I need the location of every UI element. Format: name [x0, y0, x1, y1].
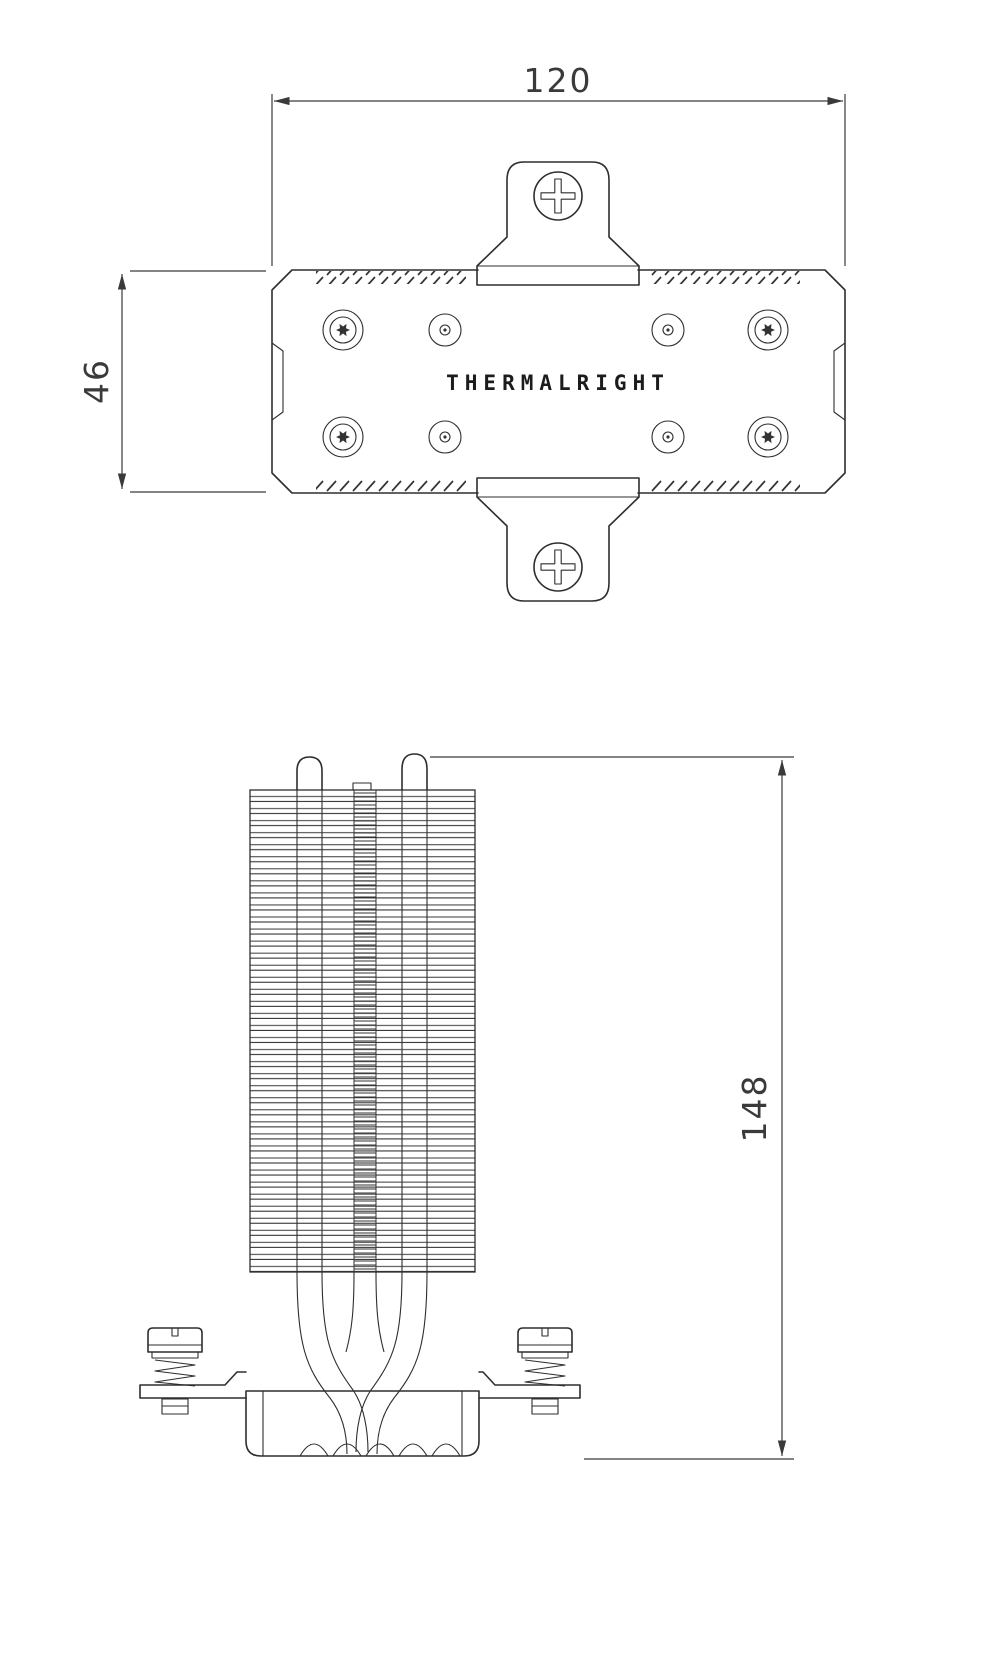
heat-pipe-bends — [296, 1271, 428, 1455]
dimension-depth: 46 — [77, 270, 266, 493]
rivet — [428, 420, 462, 454]
vent-hatch-bottom-left — [316, 480, 466, 492]
dimension-depth-label: 46 — [77, 358, 116, 404]
top-fin-tab — [352, 782, 372, 791]
dimension-height: 148 — [430, 756, 794, 1460]
rivet — [651, 313, 685, 347]
plate-notch-right — [833, 342, 846, 421]
dimension-width-label: 120 — [524, 61, 593, 100]
mounting-bar-right — [478, 1371, 581, 1399]
spring-screw-right — [517, 1327, 573, 1415]
rivet — [651, 420, 685, 454]
rivet — [428, 313, 462, 347]
heat-pipe-tip-right — [401, 753, 428, 791]
dimension-height-label: 148 — [735, 1074, 774, 1143]
vent-hatch-top-right — [650, 271, 800, 284]
torx-screw — [322, 309, 364, 351]
torx-screw — [322, 416, 364, 458]
fin-center-seam — [353, 789, 377, 1273]
top-plate-outline — [271, 269, 846, 494]
heat-pipe-tip-left — [296, 756, 323, 791]
vent-hatch-top-left — [316, 271, 466, 284]
top-view: THERMALRIGHT — [271, 161, 846, 602]
spring-screw-left — [147, 1327, 203, 1415]
mounting-bracket-top — [476, 161, 640, 286]
dimension-width: 120 — [271, 61, 846, 266]
torx-screw — [747, 416, 789, 458]
plate-notch-left — [271, 342, 284, 421]
base-plate — [245, 1390, 480, 1457]
mounting-bracket-bottom — [476, 477, 640, 602]
side-view — [139, 753, 581, 1457]
brand-logo: THERMALRIGHT — [446, 371, 670, 395]
heat-pipes — [296, 790, 428, 1272]
vent-hatch-bottom-right — [650, 480, 800, 492]
torx-screw — [747, 309, 789, 351]
